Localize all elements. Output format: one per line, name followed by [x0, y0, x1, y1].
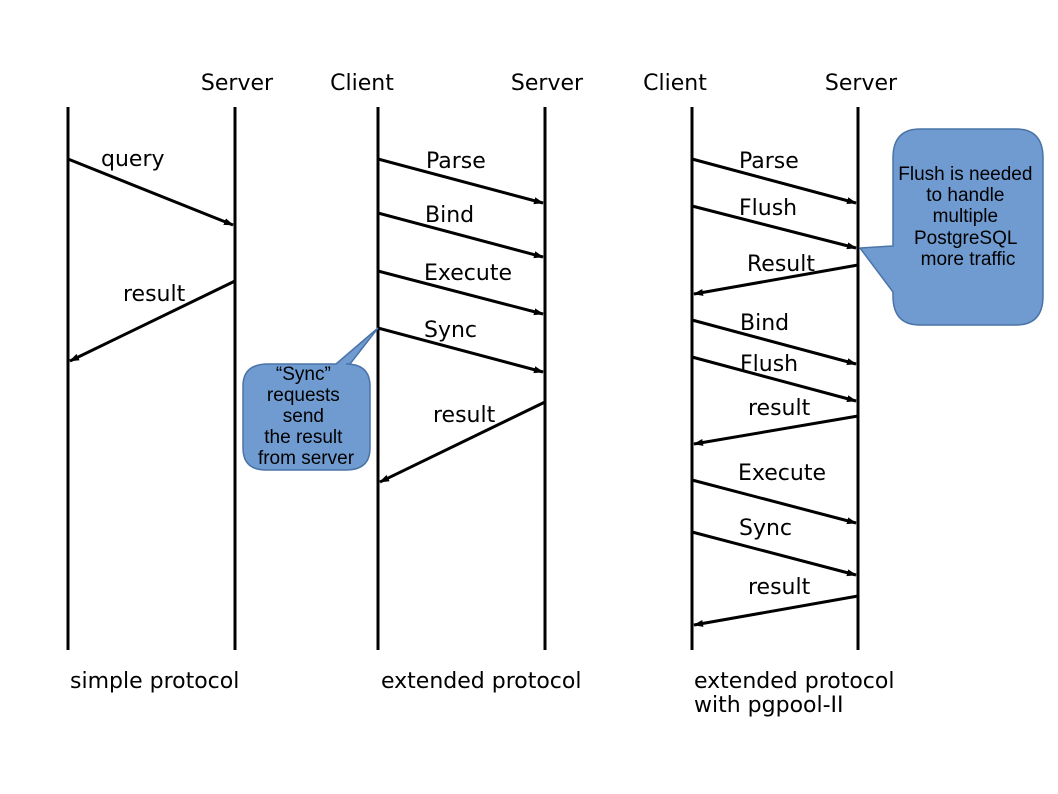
pgpool-execute-arrow [691, 478, 857, 525]
sync-callout-line-1: “Sync” [276, 364, 331, 385]
pgpool-server-label: Server [825, 71, 898, 96]
sync-callout-line-3: send [283, 406, 324, 427]
simple-result-label: result [123, 282, 186, 307]
simple-query-arrow [67, 157, 234, 227]
extended-result-arrow [379, 400, 546, 484]
flush-callout-line-6: more traffic [921, 249, 1016, 270]
svg-text:Flush is needed to han: Flush is needed to handle multiple Postg… [898, 164, 1037, 270]
pgpool-sync-arrow [691, 530, 857, 577]
extended-parse-arrow [377, 157, 544, 205]
svg-text:“Sync” requests: “Sync” requests send the result from ser… [258, 364, 355, 469]
pgpool-caption-line-2: with pgpool-II [694, 693, 844, 718]
simple-server-label: Server [201, 71, 274, 96]
extended-parse-label: Parse [426, 149, 486, 174]
pgpool-parse-arrow [691, 157, 857, 205]
pgpool-bind-label: Bind [740, 311, 789, 336]
pgpool-execute-label: Execute [738, 461, 826, 486]
pgpool-caption: extended protocol with pgpool-II [694, 669, 901, 718]
flush-callout-line-4: PostgreSQL [914, 228, 1017, 249]
simple-caption: simple protocol [70, 669, 239, 694]
pgpool-client-label: Client [643, 71, 707, 96]
extended-result-label: result [433, 403, 496, 428]
pgpool-caption-line-1: extended protocol [694, 669, 894, 694]
simple-result-arrow [69, 279, 236, 363]
pgpool-flush2-arrow [691, 355, 857, 403]
pgpool-bind-arrow [691, 318, 857, 366]
pgpool-sync-label: Sync [739, 516, 792, 541]
flush-callout-line-1: Flush is needed [898, 164, 1032, 185]
panel-simple-protocol: Server query result simple protocol [66, 71, 274, 694]
extended-client-label: Client [330, 71, 394, 96]
pgpool-flush2-label: Flush [740, 352, 798, 377]
sync-callout-line-2: requests [267, 385, 340, 406]
extended-caption: extended protocol [381, 669, 581, 694]
pgpool-result3-label: result [748, 575, 811, 600]
sync-callout: “Sync” requests send the result from ser… [242, 327, 379, 471]
pgpool-parse-label: Parse [739, 149, 799, 174]
extended-bind-label: Bind [425, 203, 474, 228]
extended-execute-arrow [377, 269, 544, 316]
flush-callout-line-3: multiple [933, 206, 998, 227]
pgpool-result2-arrow [693, 414, 859, 446]
sync-callout-line-5: from server [258, 448, 355, 469]
panel-pgpool-protocol: Client Server Parse Flush Result Bind Fl… [643, 71, 1044, 718]
flush-callout: Flush is needed to handle multiple Postg… [858, 128, 1044, 326]
panel-extended-protocol: Client Server Parse Bind Execute Sync re… [242, 71, 584, 694]
pgpool-result1-label: Result [747, 252, 815, 277]
extended-execute-label: Execute [424, 261, 512, 286]
sync-callout-line-4: the result [264, 427, 343, 448]
pgpool-result1-arrow [693, 263, 859, 296]
extended-bind-arrow [377, 211, 544, 259]
pgpool-flush1-arrow [691, 204, 857, 250]
extended-server-label: Server [511, 71, 584, 96]
flush-callout-line-2: to handle [926, 185, 1004, 206]
extended-sync-arrow [377, 326, 544, 374]
pgpool-flush1-label: Flush [739, 196, 797, 221]
simple-query-label: query [101, 147, 165, 172]
extended-sync-label: Sync [424, 318, 477, 343]
pgpool-result3-arrow [693, 594, 859, 627]
pgpool-result2-label: result [748, 396, 811, 421]
